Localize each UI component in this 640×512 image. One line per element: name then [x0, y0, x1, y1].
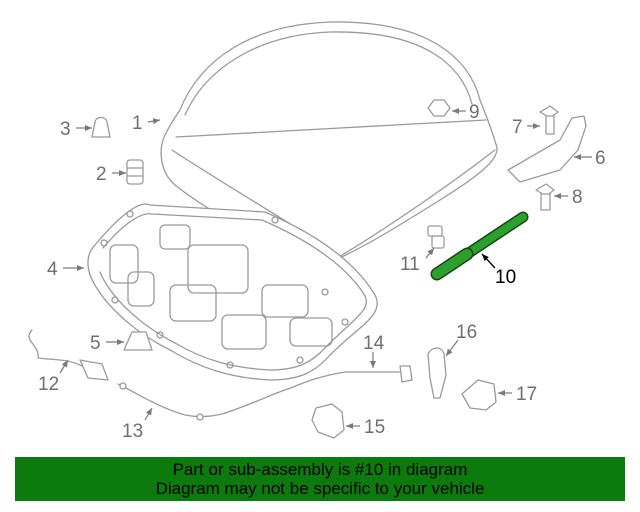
release-cable	[28, 329, 109, 381]
hood-insulator	[87, 203, 378, 381]
release-bracket	[461, 379, 497, 411]
callout-11: 11	[400, 254, 420, 275]
hood-striker	[427, 347, 447, 399]
callout-17: 17	[516, 384, 537, 405]
callout-12: 12	[38, 374, 59, 395]
callout-8: 8	[572, 187, 583, 208]
callout-5: 5	[90, 333, 101, 354]
callout-9: 9	[469, 102, 480, 123]
nut	[427, 99, 451, 117]
cable-end	[399, 365, 413, 383]
parts-diagram: 1 2 3 4 5 6 7 8 9 10 11 12 13 14 15 16 1…	[28, 21, 606, 442]
bolt	[539, 105, 559, 135]
callout-16: 16	[456, 322, 477, 343]
release-cable-lower	[117, 382, 227, 421]
callout-3: 3	[60, 119, 71, 140]
callout-1: 1	[132, 113, 143, 134]
callout-2: 2	[96, 164, 107, 185]
ball-stud	[427, 225, 445, 249]
hood-latch	[311, 403, 345, 439]
hinge-bolt	[535, 183, 555, 211]
hood-hinge	[507, 115, 587, 183]
info-banner: Part or sub-assembly is #10 in diagram D…	[15, 457, 625, 501]
callout-14: 14	[363, 333, 385, 354]
latch-cable	[224, 371, 406, 414]
banner-line-1: Part or sub-assembly is #10 in diagram	[172, 460, 468, 479]
lift-support	[430, 211, 529, 281]
banner-line-2: Diagram may not be specific to your vehi…	[155, 479, 485, 498]
callout-7: 7	[512, 117, 523, 138]
grommet	[123, 331, 153, 351]
callout-15: 15	[364, 417, 385, 438]
callout-4: 4	[47, 259, 58, 280]
callout-13: 13	[122, 421, 143, 442]
hood-stopper	[91, 116, 111, 138]
hood-bumper	[126, 159, 144, 185]
callout-6: 6	[595, 148, 606, 169]
callout-10: 10	[495, 267, 516, 288]
